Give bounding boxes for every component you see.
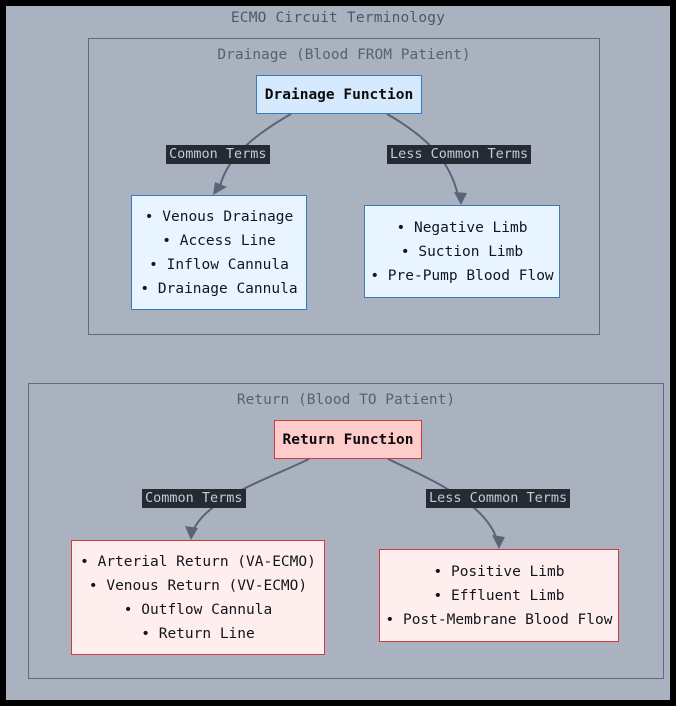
list-item: • Pre-Pump Blood Flow <box>370 267 554 284</box>
diagram-title: ECMO Circuit Terminology <box>230 10 446 26</box>
edge-label-return-less-common: Less Common Terms <box>426 489 571 508</box>
list-item: • Negative Limb <box>396 219 528 236</box>
list-item: • Positive Limb <box>433 563 565 580</box>
list-item: • Arterial Return (VA-ECMO) <box>80 553 316 570</box>
list-item: • Outflow Cannula <box>123 601 273 618</box>
node-drainage-function[interactable]: Drainage Function <box>256 75 422 114</box>
edge-label-drainage-common: Common Terms <box>166 145 270 164</box>
node-drainage-less-common-terms[interactable]: • Negative Limb • Suction Limb • Pre-Pum… <box>364 205 560 298</box>
list-item: • Inflow Cannula <box>149 256 289 273</box>
node-return-common-terms[interactable]: • Arterial Return (VA-ECMO) • Venous Ret… <box>71 540 325 655</box>
list-item: • Access Line <box>162 232 276 249</box>
diagram-canvas: ECMO Circuit Terminology Drainage (Blood… <box>6 6 670 700</box>
subgraph-return: Return (Blood TO Patient) <box>28 383 664 679</box>
subgraph-return-title: Return (Blood TO Patient) <box>236 392 456 408</box>
node-return-function-label: Return Function <box>282 431 414 448</box>
node-drainage-function-label: Drainage Function <box>264 86 414 103</box>
list-item: • Drainage Cannula <box>140 280 298 297</box>
node-drainage-common-terms[interactable]: • Venous Drainage • Access Line • Inflow… <box>131 195 307 310</box>
node-return-less-common-terms[interactable]: • Positive Limb • Effluent Limb • Post-M… <box>379 549 619 642</box>
list-item: • Effluent Limb <box>433 587 565 604</box>
node-return-function[interactable]: Return Function <box>274 420 422 459</box>
subgraph-drainage-title: Drainage (Blood FROM Patient) <box>217 47 471 63</box>
list-item: • Post-Membrane Blood Flow <box>385 611 613 628</box>
edge-label-return-common: Common Terms <box>142 489 246 508</box>
list-item: • Return Line <box>141 625 255 642</box>
list-item: • Suction Limb <box>400 243 524 260</box>
list-item: • Venous Return (VV-ECMO) <box>88 577 308 594</box>
edge-label-drainage-less-common: Less Common Terms <box>387 145 532 164</box>
subgraph-drainage: Drainage (Blood FROM Patient) <box>88 38 600 335</box>
list-item: • Venous Drainage <box>144 208 294 225</box>
